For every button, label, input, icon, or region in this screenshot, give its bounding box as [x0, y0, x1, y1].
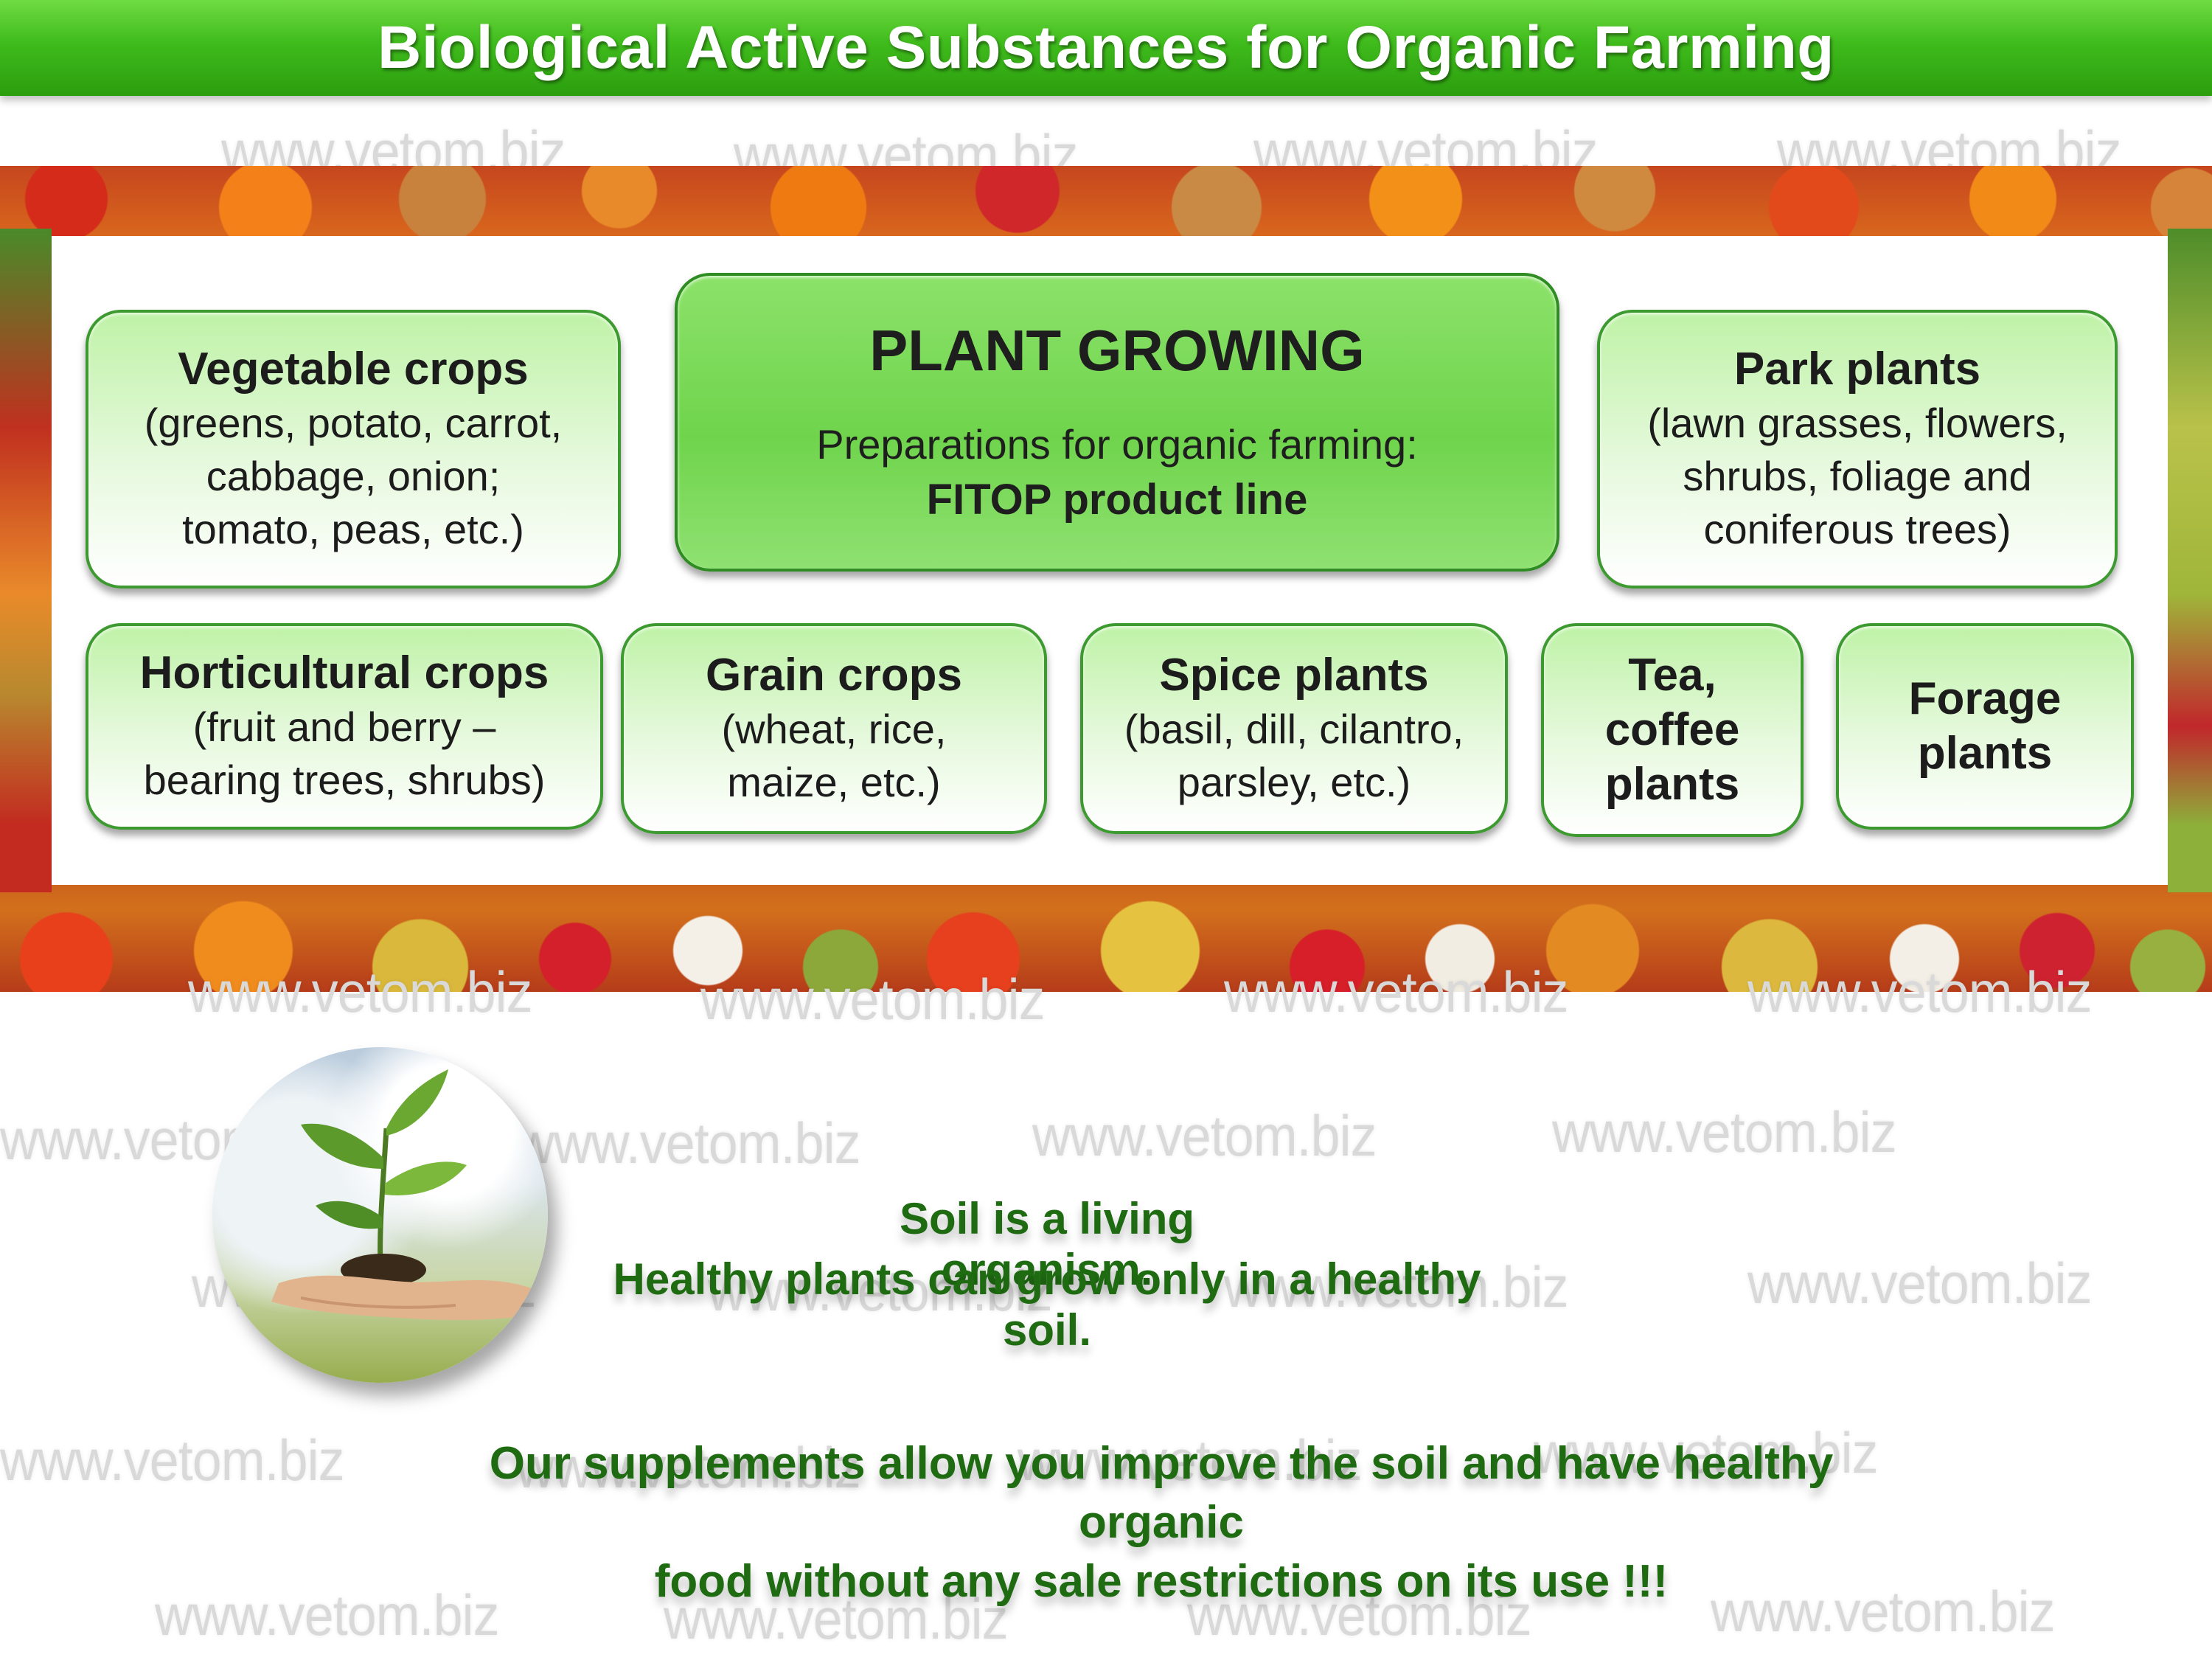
watermark: www.vetom.biz [1032, 1103, 1377, 1168]
box-line: (wheat, rice, [721, 706, 947, 752]
watermark: www.vetom.biz [708, 1258, 1052, 1323]
watermark: www.vetom.biz [1552, 1100, 1896, 1164]
watermark: www.vetom.biz [188, 959, 532, 1024]
message-line-1: Soil is a living organism. [899, 1194, 1195, 1294]
produce-strip-left [0, 229, 52, 892]
box-line: (basil, dill, cilantro, [1124, 706, 1464, 752]
message-supplements: Our supplements allow you improve the so… [487, 1434, 1836, 1611]
box-title-line: coffee [1604, 704, 1740, 755]
watermark: www.vetom.biz [1187, 1583, 1531, 1647]
watermark: www.vetom.biz [155, 1583, 499, 1647]
box-line: parsley, etc.) [1177, 759, 1411, 805]
box-tea-coffee-plants: Tea, coffee plants [1541, 623, 1804, 837]
box-spice-plants: Spice plants (basil, dill, cilantro, par… [1080, 623, 1508, 834]
main-title: PLANT GROWING [869, 317, 1365, 383]
box-line: (lawn grasses, flowers, [1647, 400, 2067, 446]
message-line-2: Healthy plants can grow only in a health… [613, 1254, 1481, 1355]
plant-in-hand-icon [212, 1047, 548, 1383]
watermark: www.vetom.biz [1534, 1420, 1878, 1485]
box-title-line: Tea, [1628, 650, 1717, 701]
watermark: www.vetom.biz [700, 967, 1045, 1032]
box-title: Park plants [1733, 344, 1981, 395]
watermark: www.vetom.biz [1224, 959, 1568, 1024]
product-line: FITOP product line [926, 475, 1308, 524]
message-line-3: Our supplements allow you improve the so… [489, 1438, 1834, 1548]
watermark: www.vetom.biz [1224, 1254, 1568, 1319]
header-bar: Biological Active Substances for Organic… [0, 0, 2212, 96]
box-title: Vegetable crops [178, 344, 529, 395]
box-line: tomato, peas, etc.) [182, 506, 524, 552]
box-line: shrubs, foliage and [1683, 453, 2032, 499]
watermark: www.vetom.biz [1711, 1579, 2055, 1644]
watermark: www.vetom.biz [1018, 1428, 1362, 1493]
box-title: Grain crops [706, 650, 962, 701]
box-title-line: Forage [1908, 673, 2062, 724]
box-vegetable-crops: Vegetable crops (greens, potato, carrot,… [86, 310, 621, 588]
watermark: www.vetom.biz [1747, 1251, 2092, 1316]
box-horticultural-crops: Horticultural crops (fruit and berry – b… [86, 623, 603, 830]
produce-strip-right [2168, 229, 2212, 892]
box-line: cabbage, onion; [206, 453, 501, 499]
box-line: coniferous trees) [1703, 506, 2011, 552]
message-line-4: food without any sale restrictions on it… [654, 1556, 1669, 1607]
watermark: www.vetom.biz [516, 1111, 860, 1175]
watermark: www.vetom.biz [0, 1428, 344, 1493]
watermark: www.vetom.biz [664, 1586, 1008, 1651]
box-line: maize, etc.) [727, 759, 941, 805]
box-plant-growing: PLANT GROWING Preparations for organic f… [675, 273, 1559, 572]
watermark: www.vetom.biz [516, 1435, 860, 1500]
box-park-plants: Park plants (lawn grasses, flowers, shru… [1597, 310, 2118, 588]
box-title: Horticultural crops [139, 647, 549, 698]
watermark: www.vetom.biz [1747, 959, 2092, 1024]
box-title-line: plants [1917, 728, 2053, 779]
box-forage-plants: Forage plants [1836, 623, 2134, 830]
diagram-panel: Vegetable crops (greens, potato, carrot,… [52, 236, 2168, 885]
box-title-line: plants [1604, 759, 1740, 810]
box-title: Spice plants [1159, 650, 1429, 701]
page-title: Biological Active Substances for Organic… [378, 14, 1834, 81]
box-line: bearing trees, shrubs) [143, 757, 546, 803]
box-line: (fruit and berry – [192, 704, 496, 750]
main-subtitle: Preparations for organic farming: [816, 420, 1418, 468]
box-line: (greens, potato, carrot, [144, 400, 563, 446]
box-grain-crops: Grain crops (wheat, rice, maize, etc.) [621, 623, 1047, 834]
